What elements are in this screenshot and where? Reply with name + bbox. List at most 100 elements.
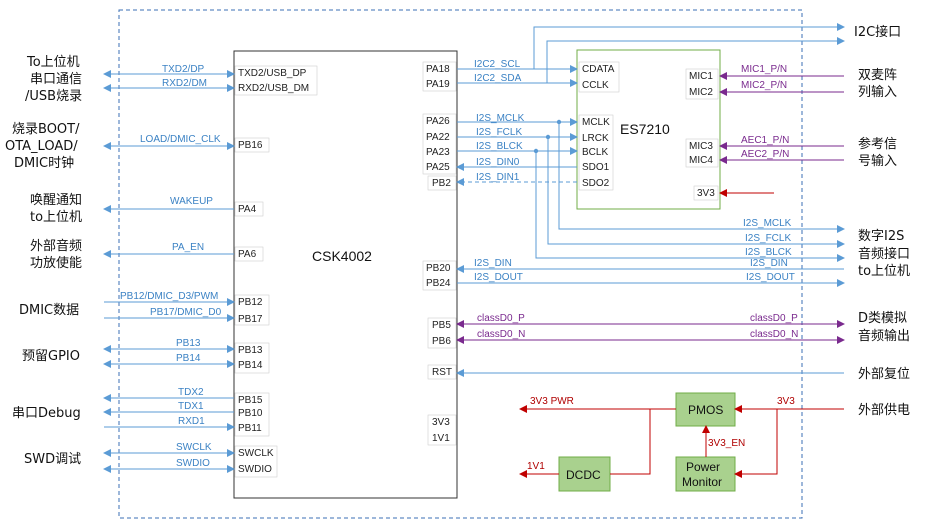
signal-label: LOAD/DMIC_CLK	[140, 134, 221, 145]
power-monitor-label: Monitor	[682, 475, 722, 489]
codec-right-pins: MIC1 MIC2 MIC3 MIC4 3V3	[689, 71, 715, 199]
codec-left-pins: CDATA CCLK MCLK LRCK BCLK SDO1 SDO2	[582, 64, 615, 189]
mcu-pin: PB15	[238, 395, 263, 406]
group-label: 音频输出	[858, 328, 910, 344]
mcu-pin: PA4	[238, 204, 257, 215]
svg-text:音频接口: 音频接口	[858, 246, 910, 262]
codec-pin: MIC3	[689, 141, 713, 152]
signal-label: PA_EN	[172, 242, 204, 253]
dcdc-label: DCDC	[566, 468, 601, 482]
mcu-pin-outlines	[234, 61, 457, 478]
group-label: 烧录BOOT/	[12, 122, 80, 137]
codec-pin: CCLK	[582, 80, 609, 91]
svg-text:数字I2S: 数字I2S	[858, 229, 904, 244]
mcu-pin: PB20	[426, 263, 451, 274]
signal-label: SWDIO	[176, 458, 210, 469]
signal-label: I2S_FCLK	[476, 127, 522, 138]
signal-label: PB12/DMIC_D3/PWM	[120, 291, 218, 302]
group-label: /USB烧录	[25, 89, 82, 104]
mcu-pin: RST	[432, 367, 452, 378]
signal-label: TDX1	[178, 401, 204, 412]
mic-wires	[719, 72, 844, 164]
codec-pin: LRCK	[582, 133, 609, 144]
power-monitor-block	[675, 456, 736, 492]
signal-label: I2S_BLCK	[745, 247, 792, 258]
signal-label: AEC2_P/N	[741, 149, 789, 160]
mcu-pin: PB16	[238, 140, 263, 151]
mcu-pin: RXD2/USB_DM	[238, 83, 309, 94]
signal-label: I2S_DIN1	[476, 172, 520, 183]
mcu-pin: PB24	[426, 278, 451, 289]
mcu-right-pins: PA18 PA19 PA26 PA22 PA23 PA25 PB2 PB20 P…	[426, 64, 452, 444]
codec-pin-outlines	[578, 61, 719, 201]
mcu-pin: SWCLK	[238, 448, 274, 459]
left-group-labels: To上位机 串口通信 /USB烧录 烧录BOOT/ OTA_LOAD/ DMIC…	[5, 55, 82, 467]
codec-pin: MIC2	[689, 87, 713, 98]
mcu-pin: PA23	[426, 147, 450, 158]
mcu-pin: PB2	[432, 178, 451, 189]
group-label: OTA_LOAD/	[5, 139, 78, 154]
signal-label: TXD2/DP	[162, 64, 205, 75]
left-wires	[103, 70, 235, 473]
signal-label: WAKEUP	[170, 196, 213, 207]
signal-label: AEC1_P/N	[741, 135, 789, 146]
codec-pin: CDATA	[582, 64, 615, 75]
group-label: 外部音频	[30, 238, 82, 254]
mcu-left-pins: TXD2/USB_DP RXD2/USB_DM PB16 PA4 PA6 PB1…	[238, 68, 309, 475]
group-label: 预留GPIO	[22, 349, 80, 364]
codec-name: ES7210	[620, 121, 670, 137]
mcu-pin: 1V1	[432, 433, 450, 444]
signal-label: PB17/DMIC_D0	[150, 307, 222, 318]
mcu-pin: PA26	[426, 116, 450, 127]
signal-label: I2S_DIN	[474, 258, 512, 269]
codec-pin: MCLK	[582, 117, 610, 128]
codec-pin: SDO1	[582, 162, 610, 173]
net-label: 1V1	[527, 461, 545, 472]
mcu-pin: PB14	[238, 360, 263, 371]
board-boundary	[118, 9, 803, 519]
codec-pin: 3V3	[697, 188, 715, 199]
mcu-pin: PB12	[238, 297, 263, 308]
signal-label: classD0_N	[477, 329, 525, 340]
power-wires	[519, 405, 844, 478]
group-label: 号输入	[858, 153, 897, 169]
group-label: 参考信	[858, 136, 897, 152]
mcu-pin: PB11	[238, 423, 262, 434]
signal-label: classD0_P	[477, 313, 525, 324]
signal-label: PB14	[176, 353, 201, 364]
group-label: 功放使能	[30, 255, 82, 271]
group-label: 双麦阵	[858, 68, 897, 83]
signal-label: TDX2	[178, 387, 204, 398]
i2c-interface-label: I2C接口	[854, 24, 901, 40]
signal-label: I2S_DIN0	[476, 157, 520, 168]
i2s-external-wires	[456, 122, 845, 287]
group-label: DMIC时钟	[14, 155, 74, 171]
classd-labels: classD0_P classD0_N classD0_P classD0_N …	[477, 311, 910, 344]
mcu-pin: SWDIO	[238, 464, 272, 475]
group-label: 串口通信	[30, 72, 82, 87]
group-label: 唤醒通知	[30, 192, 82, 208]
signal-label: RXD2/DM	[162, 78, 207, 89]
group-label: SWD调试	[24, 452, 81, 467]
mcu-pin: PA19	[426, 79, 450, 90]
group-label: 列输入	[858, 84, 897, 100]
net-label: 3V3_EN	[708, 438, 745, 449]
left-signal-labels: TXD2/DP RXD2/DM LOAD/DMIC_CLK WAKEUP PA_…	[120, 64, 222, 469]
i2s-external-labels: I2S_DIN I2S_DOUT I2S_MCLK I2S_FCLK I2S_B…	[474, 218, 795, 283]
signal-label: I2S_DOUT	[746, 272, 795, 283]
group-label: To上位机	[26, 55, 80, 70]
signal-label: classD0_P	[750, 313, 798, 324]
group-label: 串口Debug	[12, 406, 81, 421]
mcu-pin: PB6	[432, 336, 451, 347]
mic-labels: MIC1_P/N MIC2_P/N AEC1_P/N AEC2_P/N 双麦阵 …	[741, 64, 897, 169]
signal-label: I2C2_SDA	[474, 73, 522, 84]
mcu-pin: PB17	[238, 314, 263, 325]
group-label: D类模拟	[858, 311, 907, 326]
group-label: DMIC数据	[19, 303, 79, 318]
net-label: 3V3 PWR	[530, 396, 574, 407]
mcu-pin: PA25	[426, 162, 450, 173]
signal-label: I2C2_SCL	[474, 59, 521, 70]
power-monitor-label: Power	[686, 460, 720, 474]
mcu-box	[233, 50, 458, 499]
pmos-label: PMOS	[688, 403, 723, 417]
